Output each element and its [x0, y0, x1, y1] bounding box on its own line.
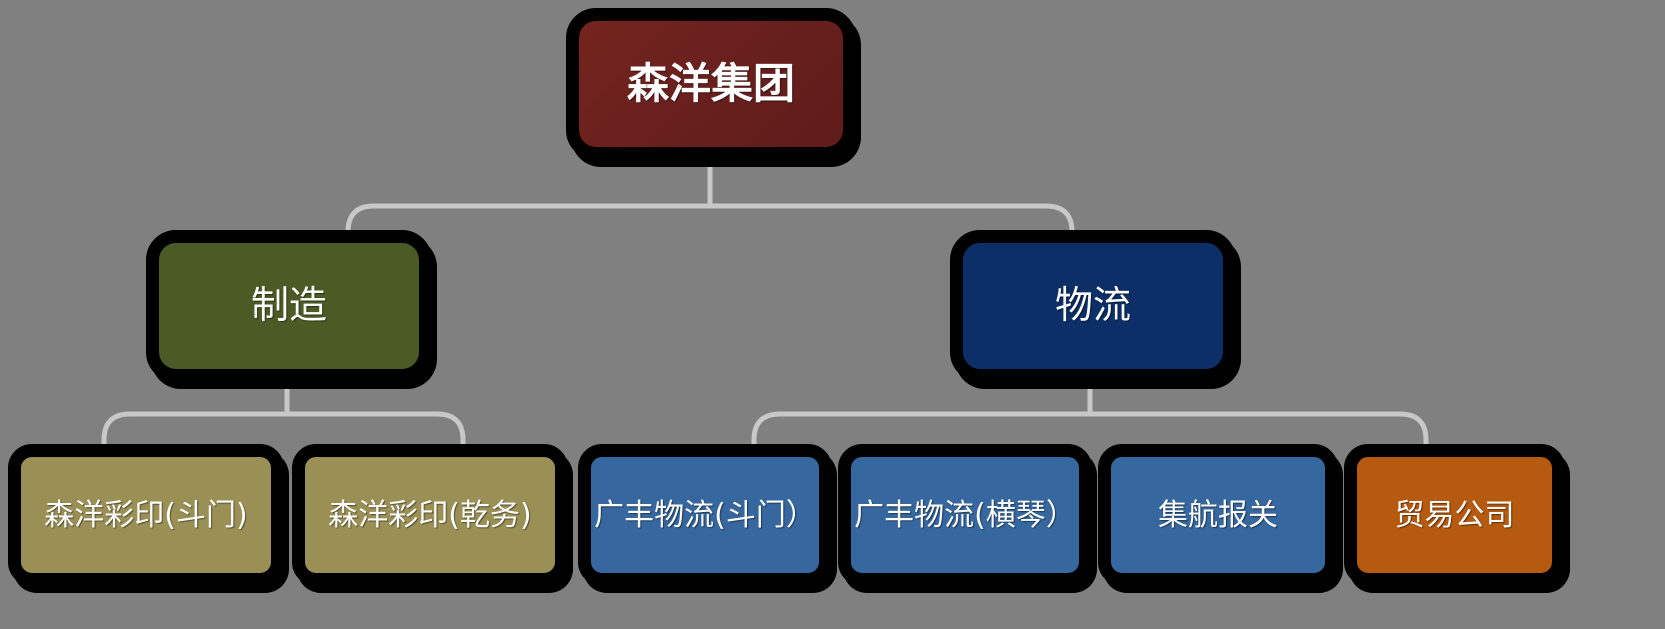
- node-company-guangfeng-logistics-hengqin[interactable]: 广丰物流(横琴）: [838, 444, 1092, 586]
- node-company-trading-label: 贸易公司: [1394, 497, 1515, 533]
- node-root-label: 森洋集团: [626, 58, 795, 108]
- node-division-logistics-label: 物流: [1054, 283, 1131, 328]
- node-company-guangfeng-logistics-hengqin-label: 广丰物流(横琴）: [854, 497, 1076, 533]
- node-company-trading[interactable]: 贸易公司: [1344, 444, 1565, 586]
- node-company-senyang-printing-qianwu-label: 森洋彩印(乾务): [328, 497, 532, 533]
- node-company-guangfeng-logistics-doumen-label: 广丰物流(斗门）: [594, 497, 816, 533]
- node-company-senyang-printing-qianwu[interactable]: 森洋彩印(乾务): [292, 444, 568, 586]
- connector-manufacture-bus: [101, 411, 466, 451]
- node-company-jihang-customs[interactable]: 集航报关: [1098, 444, 1338, 586]
- node-division-manufacture-label: 制造: [250, 283, 327, 328]
- node-company-senyang-printing-doumen-label: 森洋彩印(斗门): [44, 497, 248, 533]
- connector-logistics-bus: [751, 411, 1429, 451]
- node-company-jihang-customs-label: 集航报关: [1158, 497, 1278, 533]
- node-division-logistics[interactable]: 物流: [950, 230, 1236, 382]
- node-root-senyang-group[interactable]: 森洋集团: [566, 8, 856, 160]
- node-company-senyang-printing-doumen[interactable]: 森洋彩印(斗门): [8, 444, 284, 586]
- node-division-manufacture[interactable]: 制造: [146, 230, 432, 382]
- node-company-guangfeng-logistics-doumen[interactable]: 广丰物流(斗门）: [578, 444, 832, 586]
